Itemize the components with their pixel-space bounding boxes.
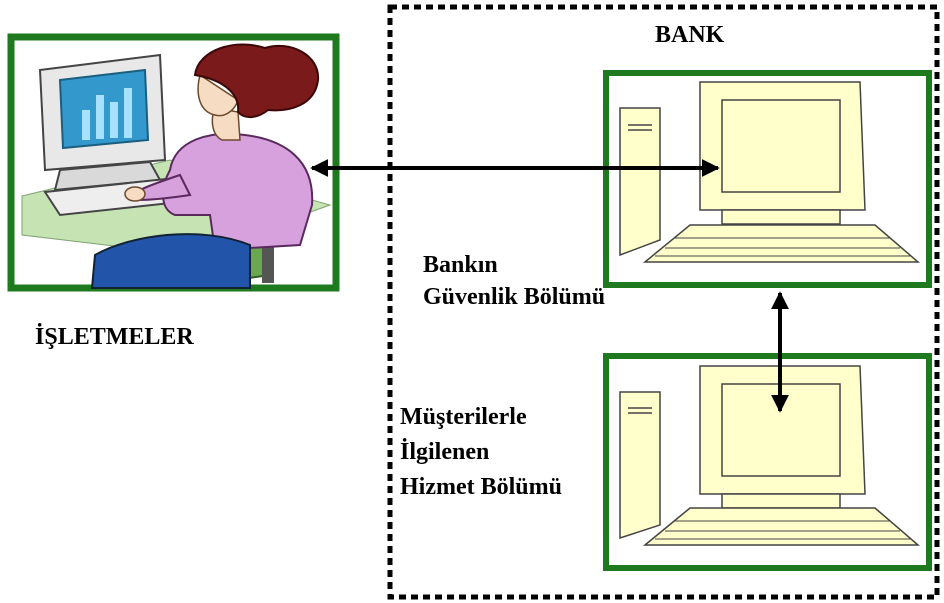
security-computer bbox=[603, 70, 932, 288]
service-computer bbox=[603, 353, 932, 571]
service-label-line3: Hizmet Bölümü bbox=[400, 474, 562, 500]
woman-computer-monitor-icon bbox=[38, 53, 167, 192]
business-label: İŞLETMELER bbox=[35, 324, 194, 350]
woman-illustration bbox=[90, 43, 320, 289]
bank-boundary bbox=[387, 4, 940, 600]
security-label-line2: Güvenlik Bölümü bbox=[423, 284, 606, 310]
security-label-line1: Bankın bbox=[423, 252, 498, 278]
service-label-line2: İlgilenen bbox=[400, 439, 490, 465]
business-illustration-frame bbox=[7, 33, 340, 292]
service-label-line1: Müşterilerle bbox=[400, 404, 527, 430]
bank-title: BANK bbox=[655, 22, 725, 48]
